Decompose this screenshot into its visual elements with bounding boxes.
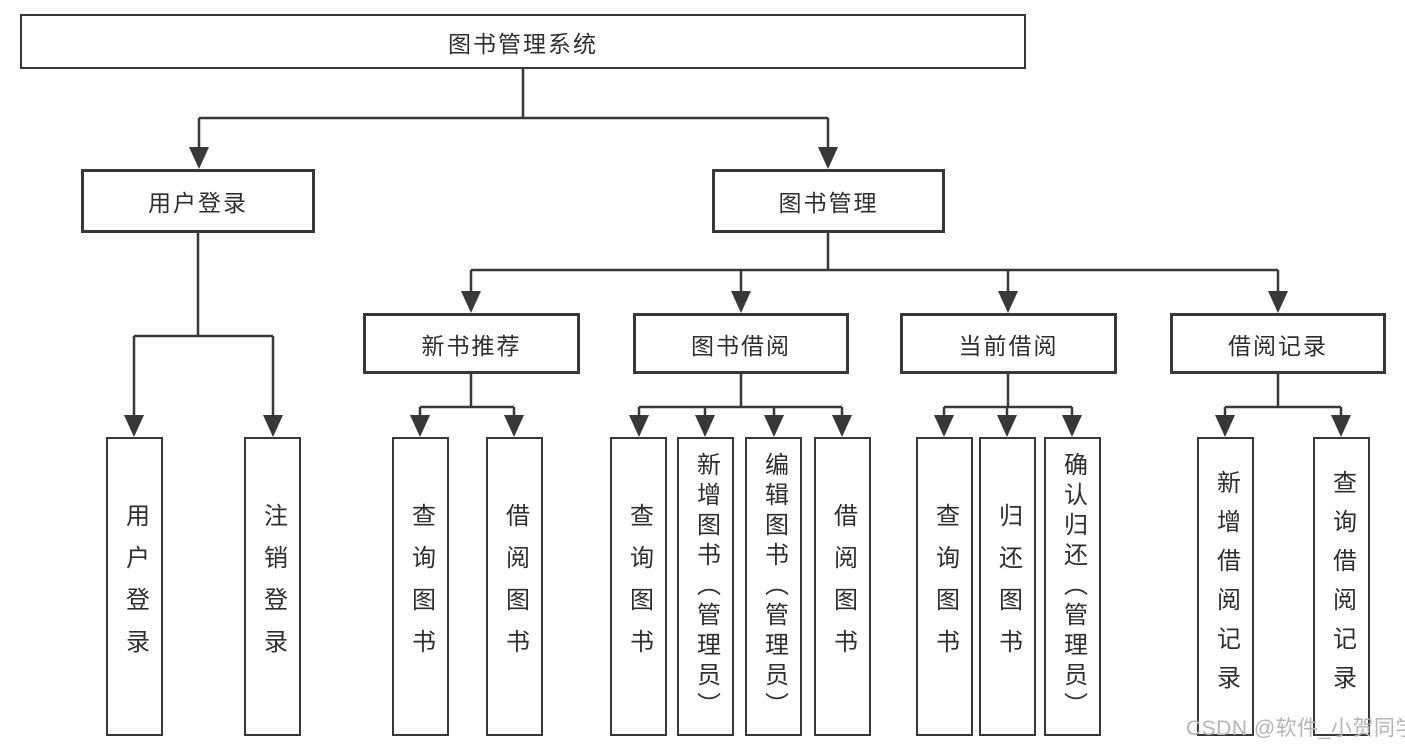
leaf-recommend-query-books-label: 查询图书 xyxy=(407,502,435,671)
leaf-add-books-admin-label: 新增图书（管理员） xyxy=(692,451,720,722)
node-user-login-label: 用户登录 xyxy=(148,190,248,216)
node-user-login: 用户登录 xyxy=(81,169,315,233)
csdn-watermark: CSDN @软件_小贺同学 xyxy=(1186,717,1405,740)
node-borrowing-records-label: 借阅记录 xyxy=(1228,332,1328,359)
node-borrowing-records: 借阅记录 xyxy=(1170,313,1386,374)
leaf-recommend-borrow-books-label: 借阅图书 xyxy=(501,502,529,671)
leaf-query-borrow-record-label: 查询借阅记录 xyxy=(1328,469,1356,704)
leaf-query-borrow-record: 查询借阅记录 xyxy=(1313,437,1370,736)
node-current-borrowing: 当前借阅 xyxy=(900,313,1117,374)
node-book-management: 图书管理 xyxy=(712,169,945,233)
leaf-add-books-admin: 新增图书（管理员） xyxy=(677,437,734,736)
node-new-book-recommendation-label: 新书推荐 xyxy=(421,332,522,359)
leaf-current-query-books-label: 查询图书 xyxy=(931,502,959,671)
leaf-add-borrow-record-label: 新增借阅记录 xyxy=(1212,469,1240,704)
node-book-management-label: 图书管理 xyxy=(778,190,879,216)
leaf-return-books: 归还图书 xyxy=(979,437,1036,736)
node-library-management-system-label: 图书管理系统 xyxy=(448,30,598,57)
node-current-borrowing-label: 当前借阅 xyxy=(958,332,1059,359)
leaf-edit-books-admin: 编辑图书（管理员） xyxy=(745,437,802,736)
node-library-management-system: 图书管理系统 xyxy=(20,14,1026,69)
leaf-recommend-query-books: 查询图书 xyxy=(392,437,449,736)
connector-paths xyxy=(132,69,1343,418)
node-book-borrowing: 图书借阅 xyxy=(633,313,849,374)
leaf-current-query-books: 查询图书 xyxy=(916,437,973,736)
node-book-borrowing-label: 图书借阅 xyxy=(691,332,791,359)
leaf-borrowing-borrow-books-label: 借阅图书 xyxy=(829,502,857,671)
leaf-borrowing-query-books-label: 查询图书 xyxy=(625,502,653,671)
leaf-logout-label: 注销登录 xyxy=(259,502,287,671)
leaf-recommend-borrow-books: 借阅图书 xyxy=(486,437,543,736)
leaf-confirm-return-admin-label: 确认归还（管理员） xyxy=(1059,451,1087,722)
leaf-borrowing-query-books: 查询图书 xyxy=(610,437,667,736)
leaf-borrowing-borrow-books: 借阅图书 xyxy=(814,437,871,736)
leaf-logout: 注销登录 xyxy=(244,437,301,736)
arrowheads xyxy=(124,147,1351,437)
leaf-user-login: 用户登录 xyxy=(106,437,163,736)
leaf-user-login-label: 用户登录 xyxy=(121,502,149,671)
leaf-add-borrow-record: 新增借阅记录 xyxy=(1197,437,1254,736)
leaf-edit-books-admin-label: 编辑图书（管理员） xyxy=(760,451,788,722)
leaf-return-books-label: 归还图书 xyxy=(994,502,1022,671)
leaf-confirm-return-admin: 确认归还（管理员） xyxy=(1044,437,1101,736)
node-new-book-recommendation: 新书推荐 xyxy=(363,313,580,374)
